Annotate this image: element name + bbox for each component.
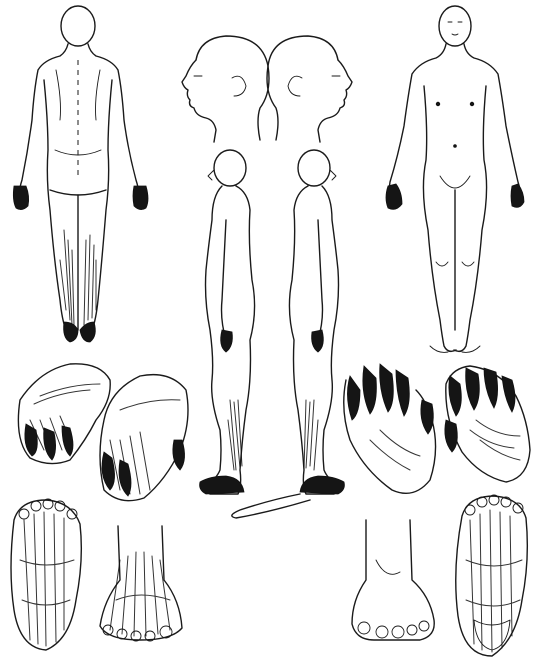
body-side-view-left [200, 150, 255, 494]
foot-top-view [100, 526, 182, 641]
foot-sole-view-left [11, 499, 81, 650]
foot-front-view [352, 520, 434, 640]
hand-view-2 [100, 375, 188, 501]
foot-sole-view-right [456, 495, 528, 656]
hand-view-3 [344, 364, 436, 493]
hand-view-4 [445, 366, 530, 482]
head-profile-right [182, 36, 269, 142]
hand-view-1 [18, 364, 110, 464]
body-back-view [13, 6, 148, 342]
body-front-view [386, 6, 524, 352]
head-profile-left [267, 36, 352, 142]
